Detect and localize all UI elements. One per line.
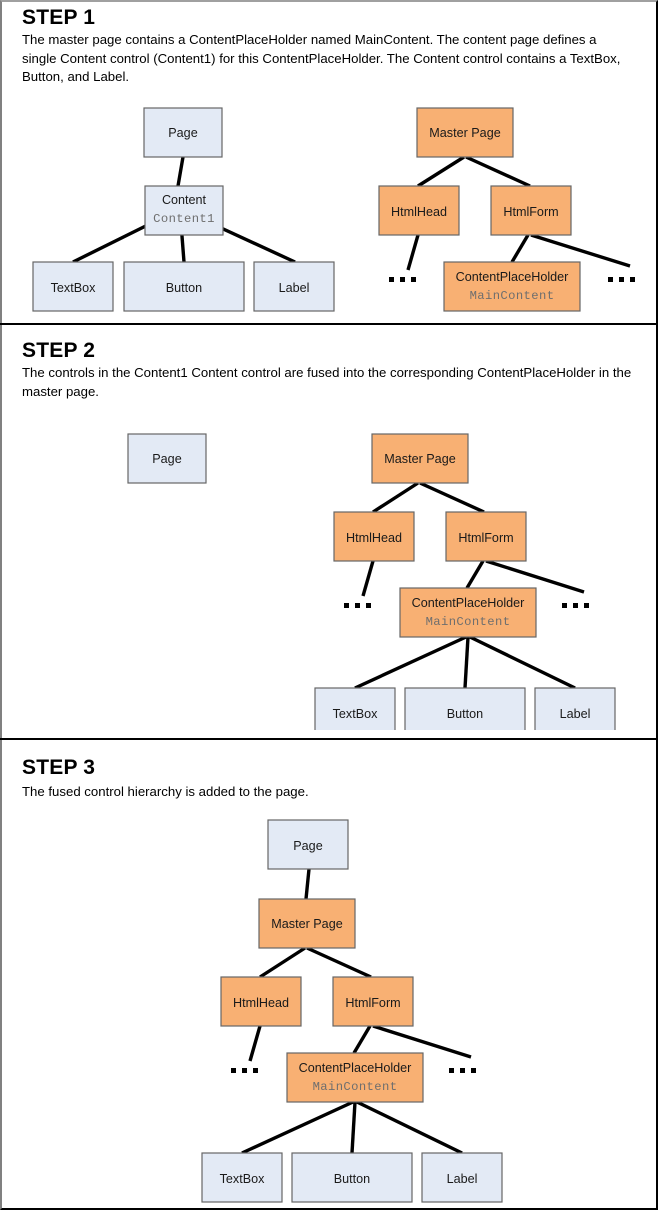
node-button-label: Button: [166, 281, 202, 295]
node-button-label: Button: [334, 1172, 370, 1186]
edge-cph-textbox: [354, 635, 467, 690]
ellipsis-right-icon: [608, 277, 635, 282]
node-content-placeholder-label: ContentPlaceHolder: [412, 596, 525, 610]
node-master-page[interactable]: Master Page: [258, 898, 356, 949]
node-content-sublabel: Content1: [153, 212, 215, 226]
node-label-control-label: Label: [560, 707, 591, 721]
node-html-form[interactable]: HtmlForm: [332, 976, 414, 1027]
node-content-placeholder-sublabel: MainContent: [313, 1080, 398, 1094]
node-content-placeholder[interactable]: ContentPlaceHolder MainContent: [443, 261, 581, 312]
step-1-tree-svg: Page Content Content1 TextBox Button Lab…: [32, 107, 635, 312]
node-content-label: Content: [162, 193, 207, 207]
node-html-head[interactable]: HtmlHead: [333, 511, 415, 562]
ellipsis-right-icon: [449, 1068, 476, 1073]
edge-htmlform-contentplaceholder: [510, 234, 530, 263]
edge-cph-label: [356, 1100, 463, 1155]
node-content-placeholder[interactable]: ContentPlaceHolder MainContent: [399, 587, 537, 638]
edge-masterpage-htmlhead: [417, 155, 465, 188]
node-page-label: Page: [293, 839, 322, 853]
step-1-title: STEP 1: [22, 6, 96, 29]
ellipsis-left-icon: [344, 603, 371, 608]
node-content-placeholder-label: ContentPlaceHolder: [456, 270, 569, 284]
node-html-form[interactable]: HtmlForm: [490, 185, 572, 236]
node-master-page[interactable]: Master Page: [371, 433, 469, 484]
edge-htmlform-ellipsis: [372, 1024, 472, 1059]
node-html-head-label: HtmlHead: [233, 996, 289, 1010]
node-master-page-label: Master Page: [271, 917, 342, 931]
edge-masterpage-htmlform: [465, 155, 531, 188]
step-2-section: STEP 2 The controls in the Content1 Cont…: [0, 323, 658, 738]
node-textbox[interactable]: TextBox: [32, 261, 114, 312]
edge-cph-textbox: [241, 1100, 354, 1155]
node-page-label: Page: [152, 452, 181, 466]
edge-page-content: [176, 156, 185, 187]
step-3-description: The fused control hierarchy is added to …: [22, 784, 309, 799]
node-page[interactable]: Page: [127, 433, 207, 484]
edge-masterpage-htmlhead: [372, 481, 419, 514]
node-html-form-label: HtmlForm: [503, 205, 558, 219]
node-textbox[interactable]: TextBox: [201, 1152, 283, 1203]
edge-cph-label: [469, 635, 576, 690]
node-page[interactable]: Page: [143, 107, 223, 158]
edge-cph-button: [350, 1101, 357, 1154]
node-html-form[interactable]: HtmlForm: [445, 511, 527, 562]
edge-htmlhead-ellipsis: [361, 560, 375, 597]
edge-htmlhead-ellipsis: [248, 1025, 262, 1062]
node-master-page-label: Master Page: [384, 452, 455, 466]
edge-htmlform-ellipsis: [530, 233, 631, 268]
node-button-label: Button: [447, 707, 483, 721]
node-textbox[interactable]: TextBox: [314, 687, 396, 730]
step-2-diagram: Page Master Page HtmlHead HtmlForm: [0, 430, 658, 730]
ellipsis-left-icon: [389, 277, 416, 282]
node-master-page[interactable]: Master Page: [416, 107, 514, 158]
edge-htmlform-contentplaceholder: [465, 560, 485, 589]
node-textbox-label: TextBox: [220, 1172, 266, 1186]
node-content[interactable]: Content Content1: [144, 185, 224, 236]
node-html-head-label: HtmlHead: [391, 205, 447, 219]
step-2-description: The controls in the Content1 Content con…: [22, 365, 632, 399]
edge-masterpage-htmlhead: [259, 946, 306, 979]
node-html-head-label: HtmlHead: [346, 531, 402, 545]
step-3-title: STEP 3: [22, 756, 96, 779]
edge-htmlform-ellipsis: [485, 559, 585, 594]
node-content-placeholder[interactable]: ContentPlaceHolder MainContent: [286, 1052, 424, 1103]
edge-page-masterpage: [304, 868, 311, 900]
step-1-diagram: Page Content Content1 TextBox Button Lab…: [0, 100, 658, 320]
edge-masterpage-htmlform: [419, 481, 485, 514]
node-html-form-label: HtmlForm: [458, 531, 513, 545]
node-textbox-label: TextBox: [333, 707, 379, 721]
node-content-placeholder-sublabel: MainContent: [426, 615, 511, 629]
node-content-placeholder-sublabel: MainContent: [470, 289, 555, 303]
node-page[interactable]: Page: [267, 819, 349, 870]
step-3-diagram: Page Master Page HtmlHead HtmlForm Conte…: [0, 818, 658, 1212]
node-label-control-label: Label: [279, 281, 310, 295]
node-html-head[interactable]: HtmlHead: [378, 185, 460, 236]
ellipsis-right-icon: [562, 603, 589, 608]
edge-masterpage-htmlform: [306, 946, 372, 979]
step-3-tree-svg: Page Master Page HtmlHead HtmlForm Conte…: [201, 819, 503, 1203]
node-html-head[interactable]: HtmlHead: [220, 976, 302, 1027]
edge-htmlhead-ellipsis: [406, 234, 420, 271]
node-page-label: Page: [168, 126, 197, 140]
node-label-control[interactable]: Label: [253, 261, 335, 312]
edge-cph-button: [463, 636, 470, 689]
node-html-form-label: HtmlForm: [345, 996, 400, 1010]
node-content-placeholder-label: ContentPlaceHolder: [299, 1061, 412, 1075]
step-1-section: STEP 1 The master page contains a Conten…: [0, 0, 658, 323]
node-label-control-label: Label: [447, 1172, 478, 1186]
node-button[interactable]: Button: [404, 687, 526, 730]
node-master-page-label: Master Page: [429, 126, 500, 140]
node-label-control[interactable]: Label: [534, 687, 616, 730]
step-1-description: The master page contains a ContentPlaceH…: [22, 32, 621, 85]
node-textbox-label: TextBox: [51, 281, 97, 295]
step-2-title: STEP 2: [22, 339, 96, 362]
node-label-control[interactable]: Label: [421, 1152, 503, 1203]
step-3-section: STEP 3 The fused control hierarchy is ad…: [0, 738, 658, 1210]
node-button[interactable]: Button: [291, 1152, 413, 1203]
step-2-tree-svg: Page Master Page HtmlHead HtmlForm: [127, 433, 616, 730]
node-button[interactable]: Button: [123, 261, 245, 312]
edge-htmlform-contentplaceholder: [352, 1025, 372, 1054]
ellipsis-left-icon: [231, 1068, 258, 1073]
